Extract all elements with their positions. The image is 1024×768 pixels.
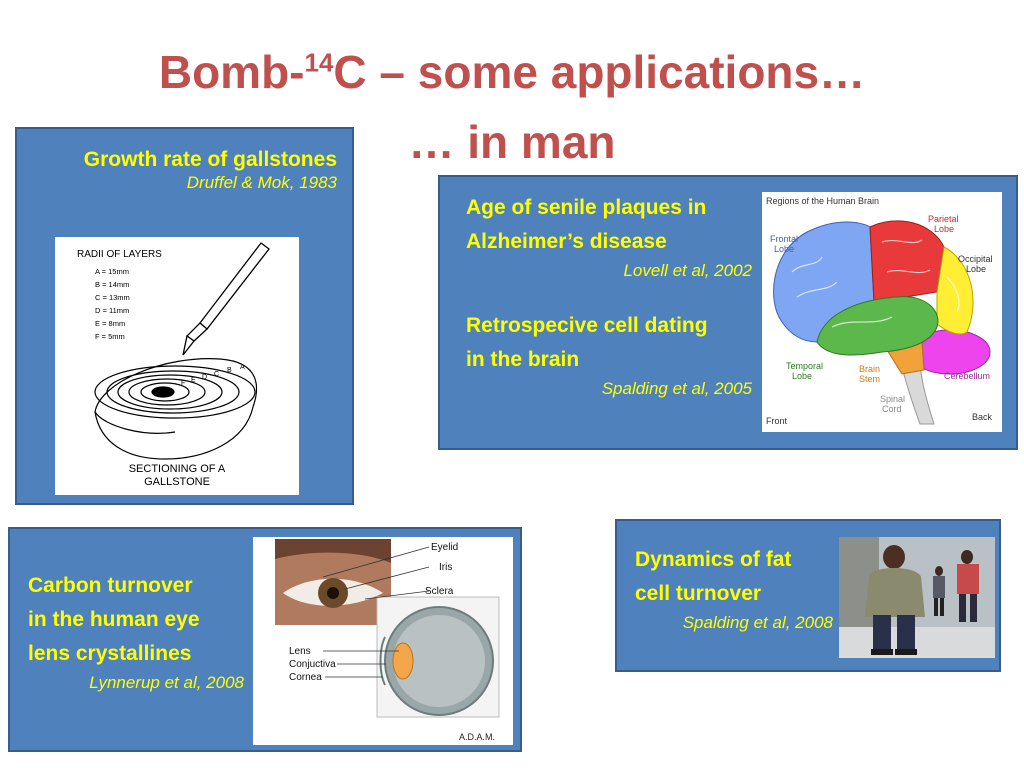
- alzheimer-citation: Lovell et al, 2002: [623, 261, 752, 280]
- spinal-label-1: Spinal: [880, 394, 905, 404]
- fat-heading-2: cell turnover: [635, 582, 762, 605]
- eye-anatomy-image: Eyelid Iris Sclera Lens Conjuctiva Corne…: [253, 537, 513, 745]
- conjuctiva-label: Conjuctiva: [289, 659, 336, 670]
- occipital-label-1: Occipital: [958, 254, 993, 264]
- brain-regions-diagram: Regions of the Human Brain Frontal Lobe: [766, 196, 993, 426]
- title-prefix: Bomb-: [158, 46, 305, 98]
- temporal-lobe-shape: [816, 296, 939, 356]
- layer-a: A: [240, 364, 245, 371]
- eyelid-label: Eyelid: [431, 542, 458, 553]
- radius-b: B = 14mm: [95, 280, 129, 289]
- eye-anatomy-diagram: Eyelid Iris Sclera Lens Conjuctiva Corne…: [275, 539, 500, 742]
- gallstones-panel: Growth rate of gallstones Druffel & Mok,…: [15, 127, 354, 505]
- layer-e: E: [191, 377, 196, 384]
- slide-subtitle: … in man: [408, 116, 616, 168]
- gallstone-caption-1: SECTIONING OF A: [129, 463, 226, 475]
- cerebellum-label: Cerebellum: [944, 371, 990, 381]
- parietal-lobe-shape: [869, 220, 945, 303]
- layer-c: C: [214, 371, 219, 378]
- brain-dating-citation: Spalding et al, 2005: [601, 379, 752, 398]
- radii-title: RADII OF LAYERS: [77, 249, 162, 260]
- title-superscript: 14: [304, 47, 334, 78]
- brainstem-label-1: Brain: [859, 364, 880, 374]
- lens-label: Lens: [289, 646, 311, 657]
- occipital-label-2: Lobe: [966, 264, 986, 274]
- pedestrians-illustration: [839, 537, 995, 658]
- sclera-label: Sclera: [425, 586, 454, 597]
- pedestrians-photo: [839, 537, 995, 658]
- lens-shape: [392, 642, 414, 680]
- adam-logo: A.D.A.M.: [459, 732, 495, 742]
- alzheimer-heading-2: Alzheimer’s disease: [466, 230, 667, 253]
- scalpel-icon: [182, 242, 270, 356]
- title-suffix: C – some applications…: [333, 46, 866, 98]
- gallstone-diagram-image: RADII OF LAYERS A = 15mm B = 14mm C = 13…: [55, 237, 299, 495]
- radius-a: A = 15mm: [95, 267, 129, 276]
- eye-panel: Carbon turnover in the human eye lens cr…: [8, 527, 522, 752]
- brainstem-label-2: Stem: [859, 374, 880, 384]
- eye-heading-1: Carbon turnover: [28, 574, 193, 597]
- spinal-cord-shape: [901, 363, 935, 425]
- layer-d: D: [202, 374, 207, 381]
- gallstone-diagram: RADII OF LAYERS A = 15mm B = 14mm C = 13…: [77, 242, 270, 488]
- radius-c: C = 13mm: [95, 293, 130, 302]
- gallstones-heading: Growth rate of gallstones: [83, 148, 337, 171]
- eye-heading-3: lens crystallines: [28, 642, 192, 665]
- brain-figure-title: Regions of the Human Brain: [766, 196, 879, 206]
- fat-cell-panel: Dynamics of fat cell turnover Spalding e…: [615, 519, 1001, 672]
- front-label: Front: [766, 416, 788, 426]
- brain-dating-heading-2: in the brain: [466, 348, 580, 371]
- parietal-label-2: Lobe: [934, 224, 954, 234]
- brain-panel: Age of senile plaques in Alzheimer’s dis…: [438, 175, 1018, 450]
- parietal-label-1: Parietal: [928, 214, 959, 224]
- temporal-label-2: Lobe: [792, 371, 812, 381]
- spinal-label-2: Cord: [882, 404, 902, 414]
- slide-title: Bomb-14C – some applications…: [0, 45, 1024, 99]
- cornea-label: Cornea: [289, 672, 322, 683]
- radius-f: F = 5mm: [95, 332, 125, 341]
- gallstones-citation: Druffel & Mok, 1983: [186, 173, 337, 192]
- eye-heading-2: in the human eye: [28, 608, 200, 631]
- layer-b: B: [227, 367, 232, 374]
- eye-citation: Lynnerup et al, 2008: [89, 673, 244, 692]
- occipital-lobe-shape: [936, 246, 974, 335]
- fat-heading-1: Dynamics of fat: [635, 548, 792, 571]
- layer-f: F: [181, 380, 185, 387]
- frontal-label-1: Frontal: [770, 234, 798, 244]
- alzheimer-heading-1: Age of senile plaques in: [466, 196, 707, 219]
- temporal-label-1: Temporal: [786, 361, 823, 371]
- radius-d: D = 11mm: [95, 306, 129, 315]
- brain-dating-heading-1: Retrospecive cell dating: [466, 314, 708, 337]
- fat-citation: Spalding et al, 2008: [682, 613, 833, 632]
- frontal-label-2: Lobe: [774, 244, 794, 254]
- gallstone-section: [94, 358, 258, 460]
- back-label: Back: [972, 412, 993, 422]
- brain-regions-image: Regions of the Human Brain Frontal Lobe: [762, 192, 1002, 432]
- iris-label: Iris: [439, 562, 452, 573]
- radius-e: E = 8mm: [95, 319, 125, 328]
- gallstone-caption-2: GALLSTONE: [144, 476, 210, 488]
